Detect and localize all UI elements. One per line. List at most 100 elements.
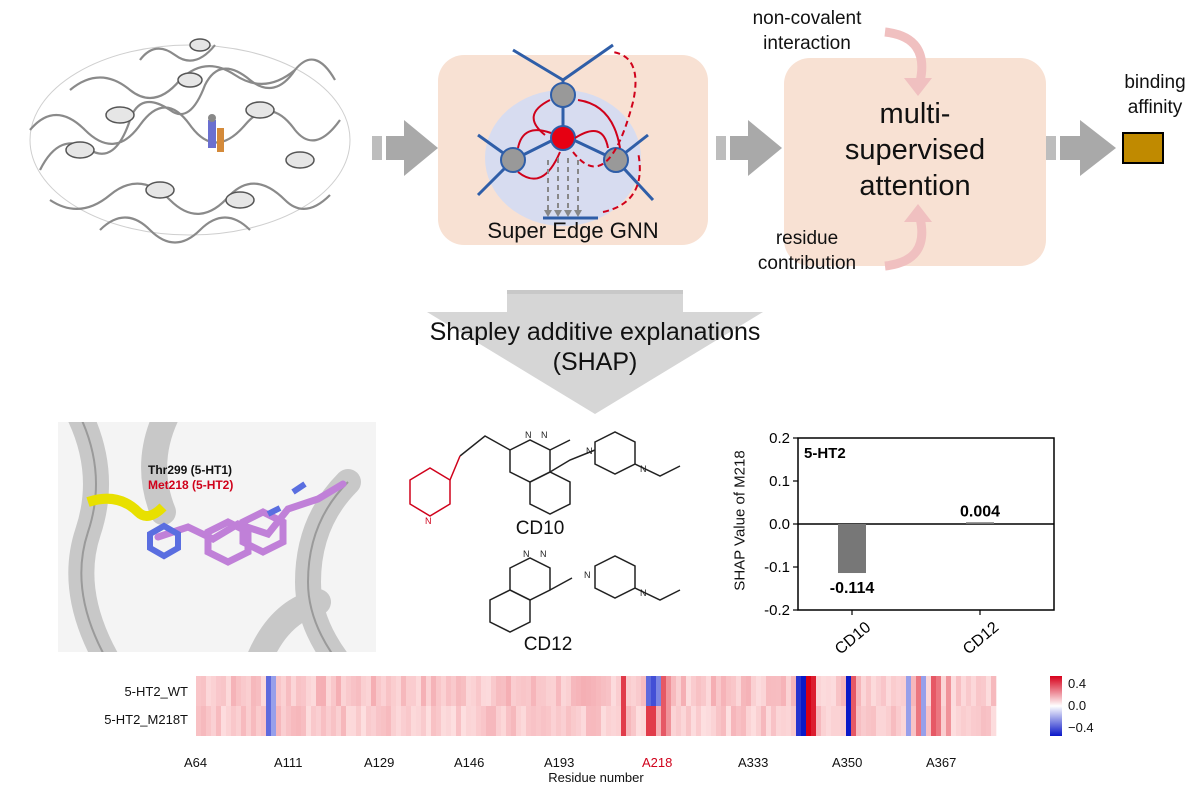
residue2-label: Met218 (5-HT2) (148, 478, 234, 492)
bar-chart-xtick-label: CD10 (832, 619, 874, 658)
heatmap-cell (291, 676, 297, 706)
heatmap-cell (606, 676, 612, 706)
heatmap-cell (951, 706, 957, 736)
heatmap-cell (696, 706, 702, 736)
heatmap-cell (761, 706, 767, 736)
heatmap-cell (701, 706, 707, 736)
heatmap-cell (981, 676, 987, 706)
heatmap-cell (706, 706, 712, 736)
heatmap-cell (271, 706, 277, 736)
heatmap-cell (541, 676, 547, 706)
heatmap-cell (956, 706, 962, 736)
heatmap-cell (296, 676, 302, 706)
protein-structure-image (29, 38, 351, 244)
shap-label-line1: Shapley additive explanations (429, 318, 761, 346)
heatmap-cell (731, 706, 737, 736)
heatmap-cell (316, 706, 322, 736)
heatmap-cell (581, 676, 587, 706)
heatmap-cell (356, 676, 362, 706)
heatmap-tick-a111: A111 (274, 755, 303, 770)
heatmap-cell (811, 706, 817, 736)
bar-chart-ytick-label: 0.2 (769, 430, 790, 447)
heatmap-cell (411, 676, 417, 706)
colorbar-tick-neg: −0.4 (1068, 720, 1094, 735)
heatmap-cell (566, 706, 572, 736)
heatmap-cell (906, 676, 912, 706)
svg-text:N: N (640, 464, 647, 474)
heatmap-row-label-wt: 5-HT2_WT (124, 684, 188, 699)
svg-text:N: N (584, 570, 591, 580)
heatmap-cell (686, 676, 692, 706)
svg-text:N: N (425, 516, 432, 526)
heatmap-cell (256, 706, 262, 736)
heatmap-cell (961, 706, 967, 736)
heatmap-cell (621, 676, 627, 706)
output-label-line1: binding (1124, 72, 1186, 93)
heatmap-cell (411, 706, 417, 736)
heatmap-cell (841, 676, 847, 706)
heatmap-cell (291, 706, 297, 736)
heatmap-cell (281, 676, 287, 706)
heatmap-cell (751, 676, 757, 706)
heatmap-cell (211, 706, 217, 736)
heatmap-cell (341, 706, 347, 736)
heatmap-cell (891, 706, 897, 736)
heatmap-cell (416, 706, 422, 736)
heatmap-cell (211, 676, 217, 706)
heatmap-cell (506, 676, 512, 706)
heatmap-cell (891, 676, 897, 706)
heatmap-cell (821, 706, 827, 736)
heatmap-cell (881, 676, 887, 706)
shap-label-line2: (SHAP) (552, 348, 638, 376)
heatmap-cell (521, 706, 527, 736)
heatmap-cell (936, 676, 942, 706)
heatmap-cell (881, 706, 887, 736)
bar-value-label-cd10: -0.114 (830, 580, 875, 597)
heatmap-cell (991, 676, 997, 706)
heatmap-cell (676, 706, 682, 736)
heatmap-cell (631, 676, 637, 706)
heatmap-cell (326, 706, 332, 736)
svg-text:N: N (541, 430, 548, 440)
heatmap-cell (491, 676, 497, 706)
heatmap-cell (266, 706, 272, 736)
heatmap-cell (221, 676, 227, 706)
shap-down-arrow (427, 290, 763, 414)
output-label-line2: affinity (1127, 97, 1183, 118)
heatmap-cell (726, 706, 732, 736)
heatmap-cell (396, 676, 402, 706)
heatmap-cell (601, 676, 607, 706)
attention-label-line1: multi- (879, 98, 951, 130)
heatmap-cell (851, 706, 857, 736)
heatmap-cell (661, 676, 667, 706)
heatmap-cell (986, 706, 992, 736)
heatmap-cell (966, 676, 972, 706)
attention-box (784, 58, 1046, 266)
heatmap-cell (346, 706, 352, 736)
heatmap-cell (876, 676, 882, 706)
arrow-right-3 (1046, 120, 1116, 176)
heatmap-cell (366, 706, 372, 736)
heatmap-cell (426, 706, 432, 736)
heatmap-cell (801, 676, 807, 706)
molecule-cd10-label: CD10 (515, 518, 565, 539)
heatmap-cell (741, 706, 747, 736)
heatmap-cell (911, 676, 917, 706)
heatmap-cell (431, 676, 437, 706)
heatmap-cell (531, 676, 537, 706)
heatmap-cell (621, 706, 627, 736)
heatmap-cell (256, 676, 262, 706)
heatmap-cell (796, 676, 802, 706)
heatmap-cell (851, 676, 857, 706)
heatmap-cell (226, 676, 232, 706)
heatmap-cell (586, 706, 592, 736)
heatmap-cell (731, 676, 737, 706)
curved-arrow-top (884, 27, 932, 96)
heatmap-cell (216, 676, 222, 706)
heatmap-cell (616, 706, 622, 736)
heatmap-cell (721, 706, 727, 736)
heatmap-cell (681, 676, 687, 706)
heatmap-cell (421, 706, 427, 736)
heatmap-cell (666, 676, 672, 706)
